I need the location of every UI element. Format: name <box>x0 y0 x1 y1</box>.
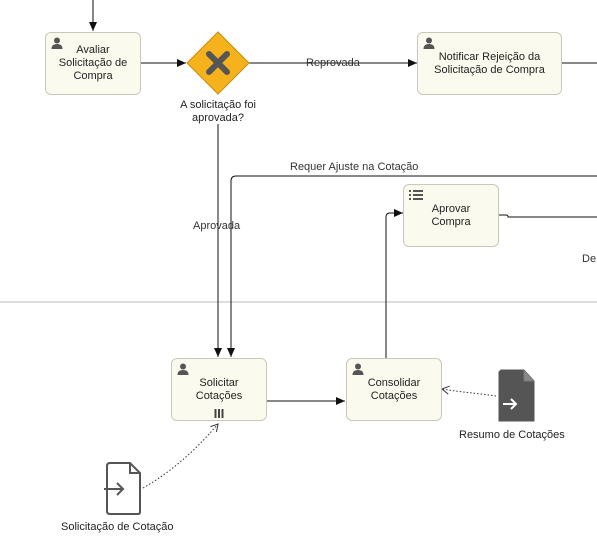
flow-label-requer-ajuste: Requer Ajuste na Cotação <box>290 161 419 173</box>
flow-label-truncated: De <box>582 253 597 265</box>
gateway-label: A solicitação foi aprovada? <box>180 99 256 124</box>
flow-requer-ajuste[interactable] <box>227 175 597 357</box>
user-icon <box>352 363 364 375</box>
user-icon <box>423 37 435 49</box>
task-aprovar-compra[interactable]: Aprovar Compra <box>403 184 499 247</box>
parallel-multi-instance-icon <box>214 409 224 418</box>
flow-consolidar-to-aprovar[interactable] <box>385 209 403 358</box>
task-label: Aprovar Compra <box>431 202 471 228</box>
exclusive-gateway[interactable] <box>186 31 250 95</box>
user-icon <box>51 37 63 49</box>
list-icon <box>409 190 423 200</box>
association-solicitacao-cotacao[interactable] <box>142 423 219 489</box>
task-consolidar-cotacoes[interactable]: Consolidar Cotações <box>346 358 442 421</box>
output-arrow-icon <box>503 398 518 410</box>
task-solicitar-cotacoes[interactable]: Solicitar Cotações <box>171 358 267 421</box>
task-notificar-rejeicao[interactable]: Notificar Rejeição da Solicitação de Com… <box>417 32 562 95</box>
flow-label-reprovada: Reprovada <box>306 57 360 69</box>
data-object-resumo-cotacoes[interactable] <box>498 369 535 422</box>
input-arrow-icon <box>104 482 125 496</box>
task-label: Notificar Rejeição da Solicitação de Com… <box>434 50 545 76</box>
task-label: Solicitar Cotações <box>195 376 243 402</box>
task-label: Consolidar Cotações <box>367 376 421 402</box>
data-object-label-resumo-cotacoes: Resumo de Cotações <box>459 429 565 441</box>
task-avaliar-solicitacao[interactable]: Avaliar Solicitação de Compra <box>45 32 141 95</box>
x-mark-icon <box>206 51 230 75</box>
data-object-solicitacao-cotacao[interactable] <box>104 462 141 515</box>
flow-aprovar-out[interactable] <box>498 214 597 218</box>
data-object-label-solicitacao-cotacao: Solicitação de Cotação <box>61 521 174 533</box>
flow-label-aprovada: Aprovada <box>193 220 241 232</box>
task-label: Avaliar Solicitação de Compra <box>58 44 128 82</box>
user-icon <box>177 363 189 375</box>
association-resumo-cotacoes[interactable] <box>441 385 497 397</box>
